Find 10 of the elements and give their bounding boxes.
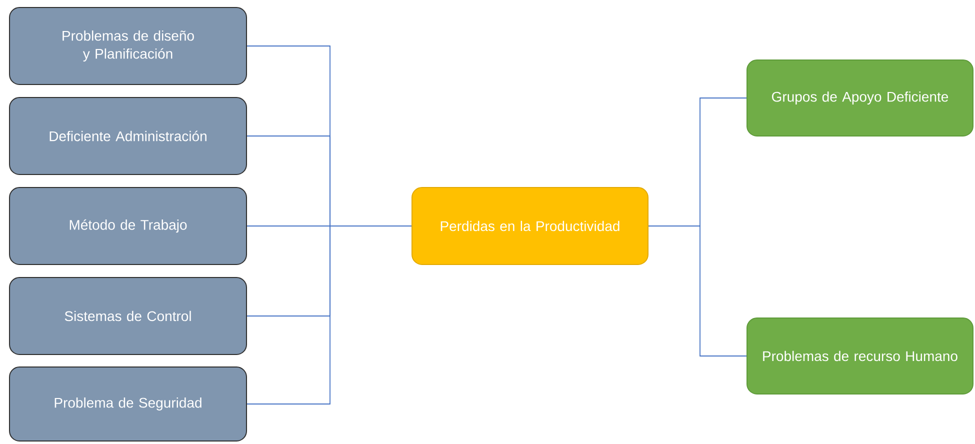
cause-box: Problemas de diseño y Planificación [9,7,247,85]
cause-box: Método de Trabajo [9,187,247,265]
connector-line [648,226,747,356]
factor-box: Problemas de recurso Humano [746,318,974,394]
factor-box: Grupos de Apoyo Deficiente [746,60,974,136]
cause-box: Sistemas de Control [9,277,247,355]
cause-box: Problema de Seguridad [9,366,247,442]
cause-box: Deficiente Administración [9,97,247,175]
connector-line [246,226,412,404]
effect-box: Perdidas en la Productividad [412,187,648,265]
